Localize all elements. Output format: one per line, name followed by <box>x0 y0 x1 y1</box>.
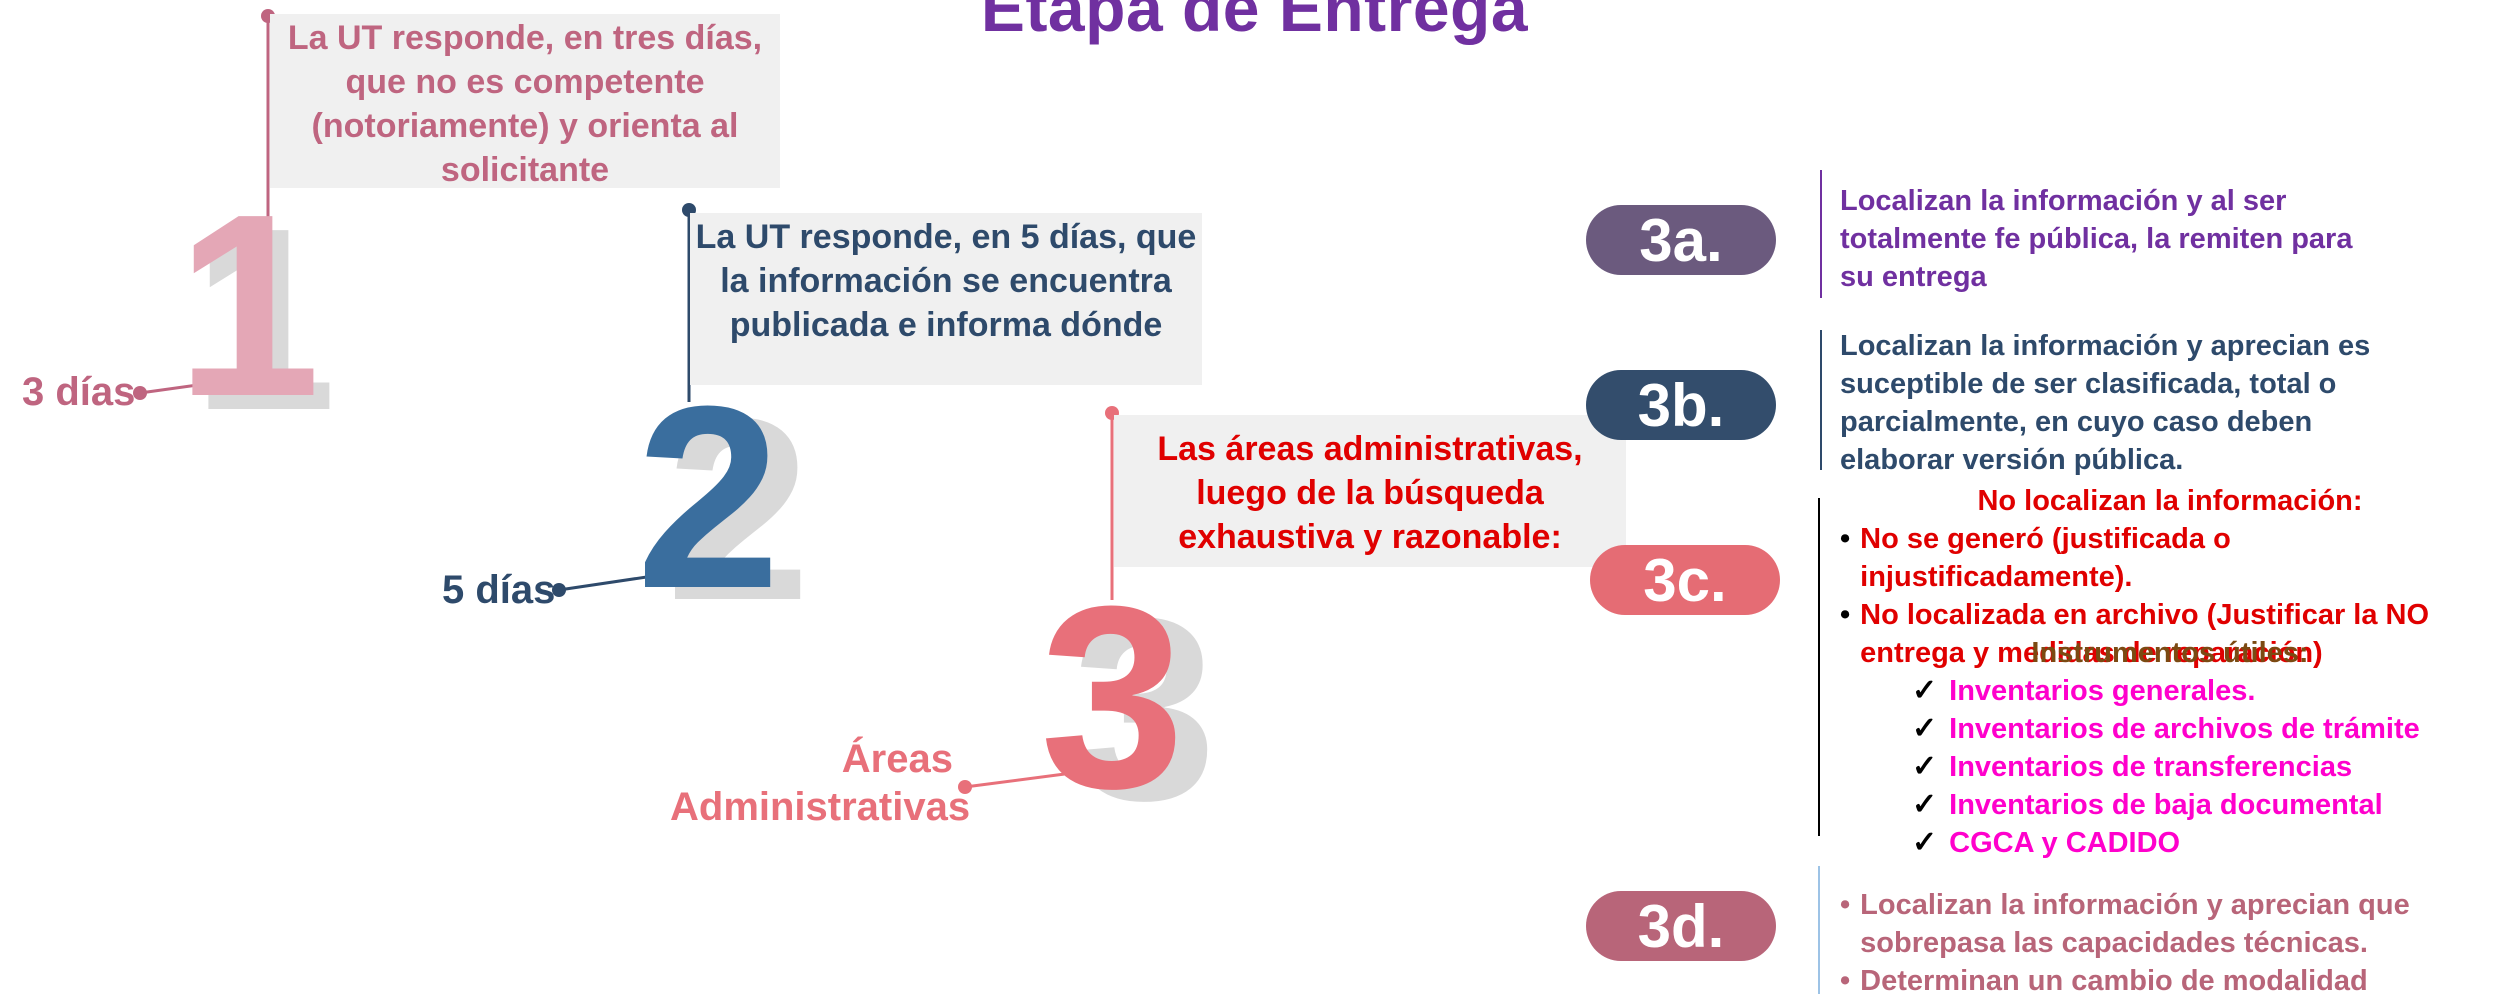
step2-number-shadow: 2 <box>666 365 811 655</box>
step2-days-line <box>558 573 661 592</box>
bullet-icon: • <box>1840 599 1851 631</box>
step1-number: 1 <box>176 161 321 451</box>
step2-days-label: 5 días <box>442 568 556 612</box>
tool-item: ✓ Inventarios generales. <box>1912 672 2432 710</box>
step3-number-shadow: 3 <box>1072 565 1217 855</box>
step1-days-dot <box>133 386 147 400</box>
tool-item: ✓ Inventarios de archivos de trámite <box>1912 710 2432 748</box>
step3-box: Las áreas administrativas, luego de la b… <box>1114 415 1626 567</box>
badge-3c: 3c. <box>1590 545 1780 615</box>
bullet-3d-1-text: Localizan la información y aprecian que … <box>1860 889 2410 959</box>
step1-days-line <box>139 376 249 395</box>
step3-number: 3 <box>1040 553 1185 843</box>
bullets-3c: • No se generó (justificada o injustific… <box>1840 520 2508 672</box>
divider-3c <box>1818 498 1820 836</box>
tool-item: ✓ Inventarios de baja documental <box>1912 786 2432 824</box>
bullet-3c-1-text: No se generó (justificada o injustificad… <box>1860 523 2231 593</box>
step1-box: La UT responde, en tres días, que no es … <box>270 14 780 189</box>
step2-text: La UT responde, en 5 días, que la inform… <box>695 218 1197 344</box>
step3-areas-line <box>964 770 1081 789</box>
tool-item: ✓ Inventarios de transferencias <box>1912 748 2432 786</box>
step2-number: 2 <box>636 353 781 643</box>
checkmark-icon: ✓ <box>1912 826 1938 859</box>
badge-3d: 3d. <box>1586 891 1776 961</box>
step2-box: La UT responde, en 5 días, que la inform… <box>690 213 1202 385</box>
bullet-3c-2: • No localizada en archivo (Justificar l… <box>1840 596 2508 672</box>
text-3b: Localizan la información y aprecian es s… <box>1840 330 2371 476</box>
bullet-icon: • <box>1840 523 1851 555</box>
checkmark-icon: ✓ <box>1912 712 1938 745</box>
bullet-3c-1: • No se generó (justificada o injustific… <box>1840 520 2508 596</box>
tools-list-3c: ✓ Inventarios generales. ✓ Inventarios de … <box>1912 672 2432 862</box>
step3-areas-line2: Administrativas <box>670 785 971 829</box>
step3-text: Las áreas administrativas, luego de la b… <box>1157 430 1583 556</box>
bullet-3d-1: • Localizan la información y aprecian qu… <box>1840 886 2508 962</box>
heading-3c: No localizan la información: <box>1977 485 2363 517</box>
step3-areas-dot <box>958 780 972 794</box>
tool-item-text: Inventarios de transferencias <box>1949 751 2353 783</box>
tool-item-text: Inventarios de baja documental <box>1949 789 2383 821</box>
badge-3b: 3b. <box>1586 370 1776 440</box>
checkmark-icon: ✓ <box>1912 788 1938 821</box>
tool-item: ✓ CGCA y CADIDO <box>1912 824 2432 862</box>
bullets-3d: • Localizan la información y aprecian qu… <box>1840 886 2508 1000</box>
bullet-icon: • <box>1840 889 1851 921</box>
bullet-3d-2-text: Determinan un cambio de modalidad <box>1860 965 2368 997</box>
page-title: Etapa de Entrega <box>980 0 1529 45</box>
tools-heading-3c: Instrumentos útiles: <box>2031 637 2309 669</box>
divider-3d <box>1818 866 1820 994</box>
step1-days-label: 3 días <box>22 370 136 414</box>
step2-days-dot <box>552 583 566 597</box>
tool-item-text: Inventarios de archivos de trámite <box>1949 713 2420 745</box>
tool-item-text: CGCA y CADIDO <box>1949 827 2181 859</box>
step3-areas-line1: Áreas <box>841 737 953 781</box>
step3-areas-label: Áreas Administrativas <box>670 735 971 831</box>
checkmark-icon: ✓ <box>1912 674 1938 707</box>
checkmark-icon: ✓ <box>1912 750 1938 783</box>
step1-text: La UT responde, en tres días, que no es … <box>287 19 763 189</box>
bullet-icon: • <box>1840 965 1851 997</box>
step1-number-shadow: 1 <box>192 175 337 465</box>
bullet-3c-2-text: No localizada en archivo (Justificar la … <box>1860 599 2430 669</box>
text-3a: Localizan la información y al ser totalm… <box>1840 185 2353 293</box>
bullet-3d-2: • Determinan un cambio de modalidad <box>1840 962 2508 1000</box>
badge-3a: 3a. <box>1586 205 1776 275</box>
divider-3a <box>1820 170 1822 298</box>
divider-3b <box>1820 330 1822 470</box>
tool-item-text: Inventarios generales. <box>1949 675 2256 707</box>
